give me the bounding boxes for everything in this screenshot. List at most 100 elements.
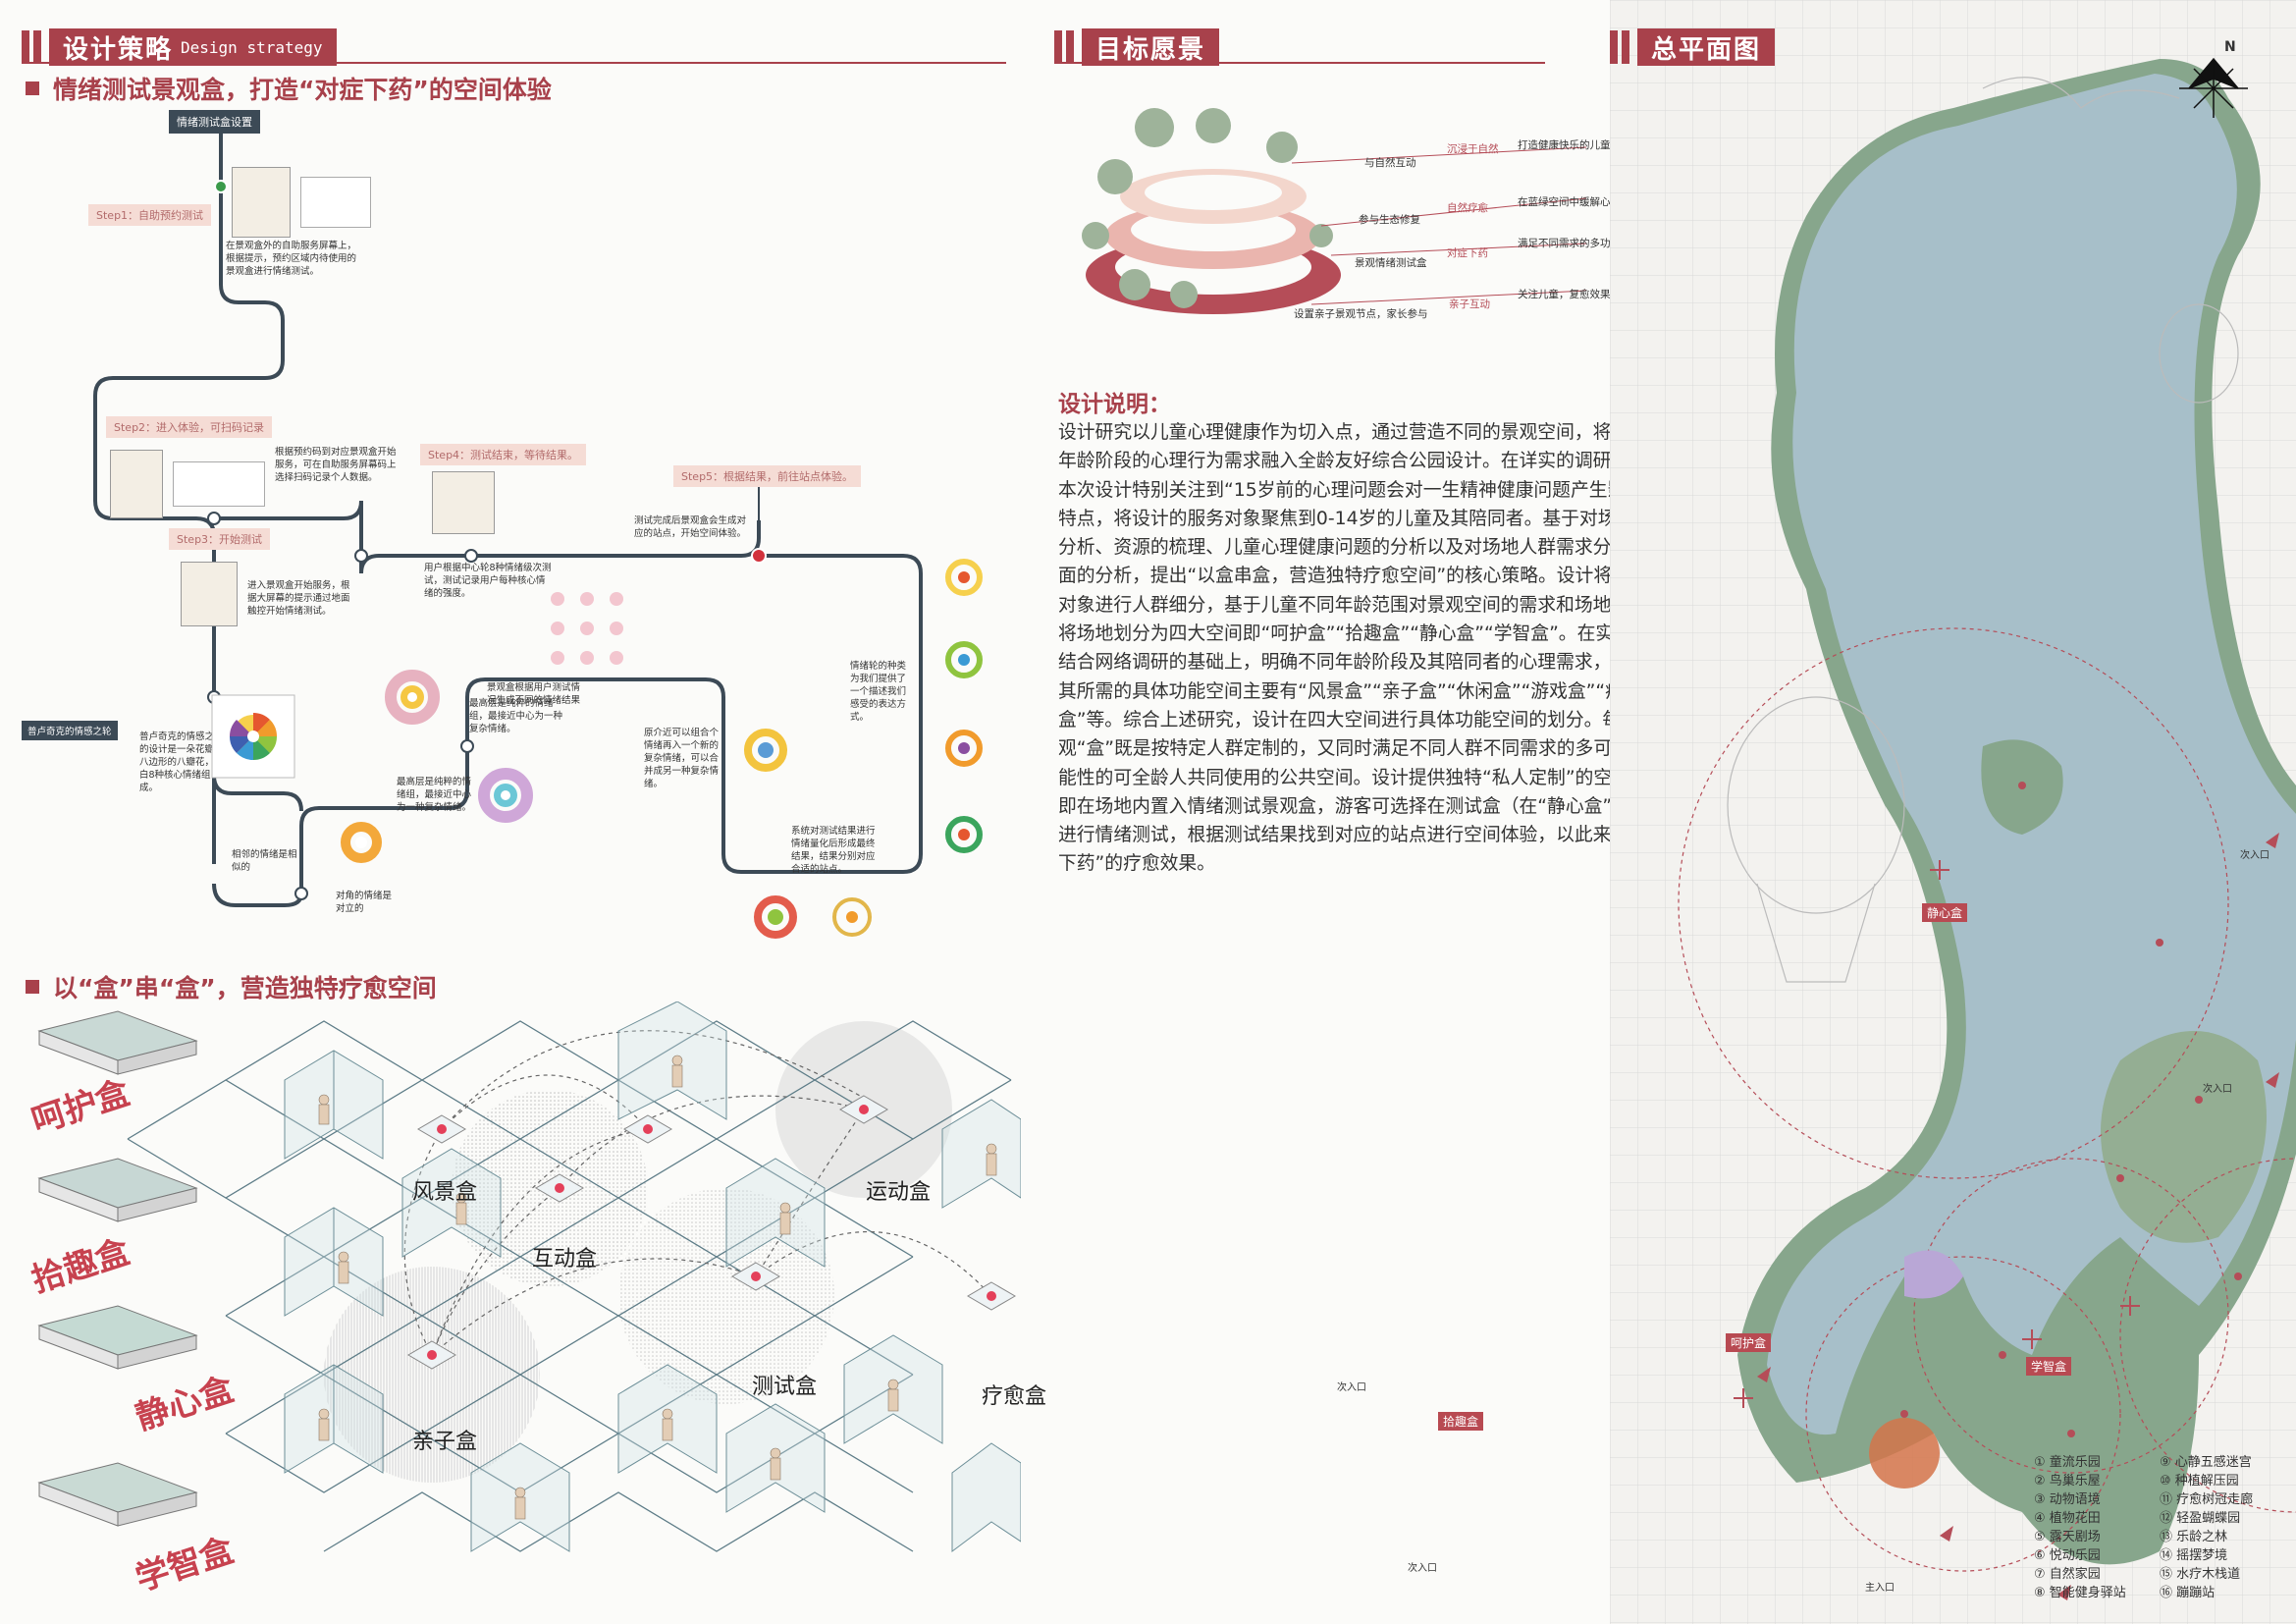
legend-item: ⑥ 悦动乐园 (2034, 1546, 2126, 1565)
legend-text: ⑤ 露天剧场 (2034, 1530, 2101, 1544)
legend-text: ⑪ 疗愈树冠走廊 (2160, 1492, 2254, 1507)
map-zone-jingxin: 静心盒 (1922, 903, 1968, 922)
vision-label-10: 设置亲子景观节点，家长参与 (1294, 308, 1428, 320)
vision-label-1: 与自然互动 (1364, 157, 1416, 169)
emotion-wheel-8 (945, 559, 983, 596)
emotion-wheel-4 (341, 822, 382, 863)
emotion-wheel-2 (385, 670, 440, 725)
purple-garden (1904, 1250, 1963, 1299)
emotion-wheel-icons (211, 559, 983, 939)
master-plan-title: 总平面图 (1637, 28, 1776, 66)
booth-sketch-3 (181, 562, 238, 626)
map-zone-shiqu: 拾趣盒 (1438, 1412, 1484, 1431)
step-3-label: Step3：开始测试 (169, 528, 271, 550)
legend-text: ④ 植物花田 (2034, 1511, 2101, 1526)
legend-item: ⑨ 心静五感迷宫 (2160, 1453, 2253, 1472)
legend-item: ⑪ 疗愈树冠走廊 (2160, 1490, 2253, 1509)
radius-circle-4 (1805, 1256, 2121, 1572)
booth-sketch-4 (432, 471, 495, 534)
emotion-wheel-9 (945, 641, 983, 678)
description-title: 设计说明： (1058, 392, 1171, 417)
bird-sketch (1982, 77, 2180, 109)
balloon-sketch (1727, 303, 2239, 983)
connection-arcs (403, 1030, 992, 1356)
box-network-diagram (37, 1001, 1021, 1552)
legend-item: ⑮ 水疗木栈道 (2160, 1565, 2253, 1584)
emotion-wheel-7 (832, 897, 872, 937)
map-legend-right: ⑨ 心静五感迷宫 ⑩ 种植解压园 ⑪ 疗愈树冠走廊 ⑫ 轻盈蝴蝶园 ⑬ 乐龄之林… (2160, 1453, 2253, 1602)
flow-note-13: 对角的情绪是对立的 (336, 891, 393, 914)
entrance-secondary-3: 次入口 (2203, 1084, 2232, 1095)
description-body: 设计研究以儿童心理健康作为切入点，通过营造不同的景观空间，将儿童不同年龄阶段的心… (1058, 422, 1695, 875)
box-series-subheading: 以“盒”串“盒”，营造独特疗愈空间 (26, 969, 437, 1004)
legend-item: ⑤ 露天剧场 (2034, 1528, 2126, 1546)
subheading-square-2 (26, 980, 39, 994)
radius-circle-1 (1678, 627, 2229, 1179)
screen-sketch-1 (300, 177, 371, 228)
legend-text: ⑯ 蹦蹦站 (2160, 1586, 2216, 1600)
vision-label-3: 打造健康快乐的儿童乐园 (1518, 139, 1631, 151)
design-strategy-title: 设计策略 Design strategy (49, 28, 337, 66)
flow-note-7: 最高层是纯粹的情绪组，最接近中心为一种复杂情绪。 (469, 698, 563, 734)
function-label-healing: 疗愈盒 (982, 1384, 1047, 1409)
step-5-label: Step5：根据结果，前往站点体验。 (673, 465, 862, 487)
step-2-label: Step2：进入体验，可扫码记录 (106, 416, 273, 438)
north-label: N (2224, 39, 2236, 55)
map-sites (1900, 782, 2242, 1437)
vision-header-bars (1054, 30, 1074, 64)
emotion-wheel-10 (945, 730, 983, 767)
design-strategy-header: 设计策略 Design strategy (22, 28, 337, 66)
flow-note-5: 测试完成后景观盒会生成对应的站点，开始空间体验。 (634, 515, 747, 539)
interaction-zone-4 (618, 1188, 834, 1404)
flow-note-2: 根据预约码到对应景观盒开始服务，可在自助服务屏幕码上选择扫码记录个人数据。 (275, 447, 397, 483)
legend-text: ⑩ 种植解压园 (2160, 1474, 2239, 1489)
emotion-grid-icons (551, 592, 623, 665)
legend-text: ⑦ 自然家园 (2034, 1567, 2101, 1582)
zone-crosses (1734, 860, 2140, 1408)
legend-item: ③ 动物语境 (2034, 1490, 2126, 1509)
flow-start-label: 情绪测试盒设置 (169, 110, 260, 134)
function-label-test: 测试盒 (752, 1375, 818, 1399)
legend-item: ① 童流乐园 (2034, 1453, 2126, 1472)
east-garden (2101, 1031, 2267, 1243)
step-1-label: Step1：自助预约测试 (88, 204, 212, 226)
legend-text: ⑮ 水疗木栈道 (2160, 1567, 2241, 1582)
vision-title: 目标愿景 (1082, 28, 1220, 66)
legend-item: ⑯ 蹦蹦站 (2160, 1584, 2253, 1602)
emotion-wheel-main (211, 694, 295, 779)
vision-label-2: 沉浸于自然 (1447, 143, 1499, 155)
flow-note-8: 原介近可以组合个情绪再入一个新的复杂情绪，可以合并成另一种复杂情绪。 (644, 728, 720, 789)
legend-item: ② 鸟巢乐屋 (2034, 1472, 2126, 1490)
flow-note-14: 最高层是纯粹的情绪组，最接近中心为一种复杂情绪。 (397, 777, 472, 813)
legend-text: ⑥ 悦动乐园 (2034, 1548, 2101, 1563)
legend-item: ⑩ 种植解压园 (2160, 1472, 2253, 1490)
emotion-wheel-5 (744, 729, 787, 772)
zone-thumbnails (37, 1010, 198, 1527)
flow-note-10: 系统对测试结果进行情绪量化后形成最终结果，结果分别对应合适的站点。 (791, 826, 876, 875)
legend-text: ⑧ 智能健身驿站 (2034, 1586, 2126, 1600)
design-strategy-en: Design strategy (181, 37, 323, 57)
vision-label-8: 对症下药 (1447, 247, 1488, 259)
legend-text: ⑫ 轻盈蝴蝶园 (2160, 1511, 2241, 1526)
emotion-wheel-6 (754, 895, 797, 939)
emotion-box-subheading: 情绪测试景观盒，打造“对症下药”的空间体验 (26, 71, 552, 106)
flow-note-3: 进入景观盒开始服务，根据大屏幕的提示通过地面触控开始情绪测试。 (247, 580, 350, 617)
emotion-box-subheading-text: 情绪测试景观盒，打造“对症下药”的空间体验 (53, 76, 552, 104)
design-strategy-rule (22, 62, 1006, 64)
vision-label-4: 参与生态修复 (1359, 214, 1420, 226)
legend-text: ① 童流乐园 (2034, 1455, 2101, 1470)
map-legend-left: ① 童流乐园 ② 鸟巢乐屋 ③ 动物语境 ④ 植物花田 ⑤ 露天剧场 ⑥ 悦动乐… (2034, 1453, 2126, 1602)
function-label-scenery: 风景盒 (412, 1180, 478, 1205)
interaction-zone-3 (324, 1267, 540, 1483)
function-label-family: 亲子盒 (412, 1430, 478, 1454)
master-plan-header: 总平面图 (1610, 28, 1776, 66)
test-flow-route (93, 117, 923, 907)
legend-item: ⑧ 智能健身驿站 (2034, 1584, 2126, 1602)
map-zone-hehu: 呵护盒 (1726, 1333, 1772, 1352)
vision-label-11: 亲子互动 (1449, 298, 1490, 310)
header-bars (22, 30, 41, 64)
flow-start-text: 情绪测试盒设置 (177, 116, 252, 129)
legend-item: ④ 植物花田 (2034, 1509, 2126, 1528)
entrance-secondary-4: 次入口 (2240, 850, 2269, 861)
vision-rule (1054, 62, 1545, 64)
